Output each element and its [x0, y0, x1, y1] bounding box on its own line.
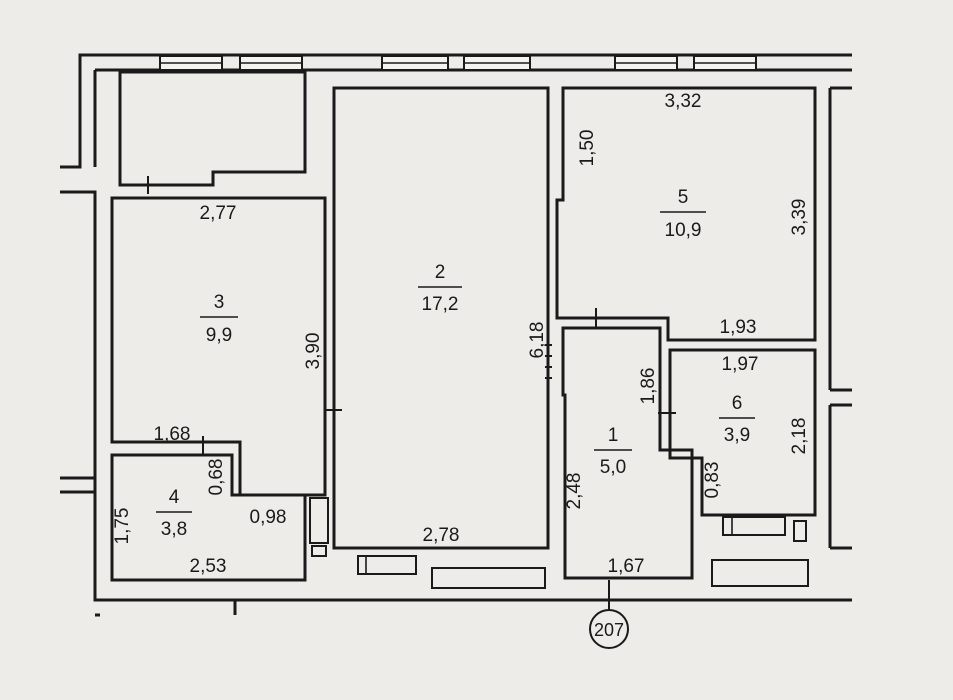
room-area: 10,9 — [665, 220, 702, 241]
dim-label: 6,18 — [527, 322, 548, 359]
dim-label: 1,97 — [722, 354, 759, 375]
room-labels: 1 5,0 2 17,2 3 9,9 4 3,8 5 10,9 6 3,9 — [156, 187, 755, 540]
dim-label: 1,68 — [154, 424, 191, 445]
dim-label: 1,75 — [112, 508, 133, 545]
room-5-label: 5 10,9 — [660, 187, 706, 241]
dim-label: 3,32 — [665, 91, 702, 112]
axis-label: 207 — [594, 620, 624, 640]
door-marks — [147, 176, 676, 455]
dim-label: 2,53 — [190, 556, 227, 577]
dim-label: 0,98 — [250, 507, 287, 528]
dim-label: 1,93 — [720, 317, 757, 338]
room-2-label: 2 17,2 — [418, 262, 462, 315]
fixtures — [309, 497, 809, 589]
room-area: 3,9 — [724, 425, 750, 446]
dim-label: 2,78 — [423, 525, 460, 546]
room-number: 2 — [435, 262, 446, 283]
room-number: 1 — [608, 425, 619, 446]
room-area: 3,8 — [161, 519, 187, 540]
room-4-label: 4 3,8 — [156, 487, 192, 540]
room-6-label: 6 3,9 — [719, 393, 755, 446]
room-number: 6 — [732, 393, 743, 414]
room-number: 4 — [169, 487, 180, 508]
dim-label: 3,90 — [303, 333, 324, 370]
dim-label: 3,39 — [789, 199, 810, 236]
dim-label: 0,68 — [206, 459, 227, 496]
dim-label: 1,50 — [577, 130, 598, 167]
dim-label: 0,83 — [702, 462, 723, 499]
room-3-label: 3 9,9 — [200, 292, 238, 346]
dim-label: 1,67 — [608, 556, 645, 577]
room-area: 5,0 — [600, 457, 626, 478]
room-number: 3 — [214, 292, 225, 313]
dim-label: 2,48 — [564, 473, 585, 510]
dimension-labels: 3,32 1,50 3,39 2,77 1,93 1,97 1,86 6,18 … — [112, 91, 810, 577]
dim-label: 2,18 — [789, 418, 810, 455]
axis-marker: 207 — [589, 580, 629, 649]
room-1-label: 1 5,0 — [594, 425, 632, 478]
room-number: 5 — [678, 187, 689, 208]
room-area: 17,2 — [422, 294, 459, 315]
room-area: 9,9 — [206, 325, 232, 346]
dim-label: 1,86 — [638, 368, 659, 405]
dim-label: 2,77 — [200, 203, 237, 224]
windows — [159, 55, 757, 71]
room-walls — [110, 70, 817, 582]
